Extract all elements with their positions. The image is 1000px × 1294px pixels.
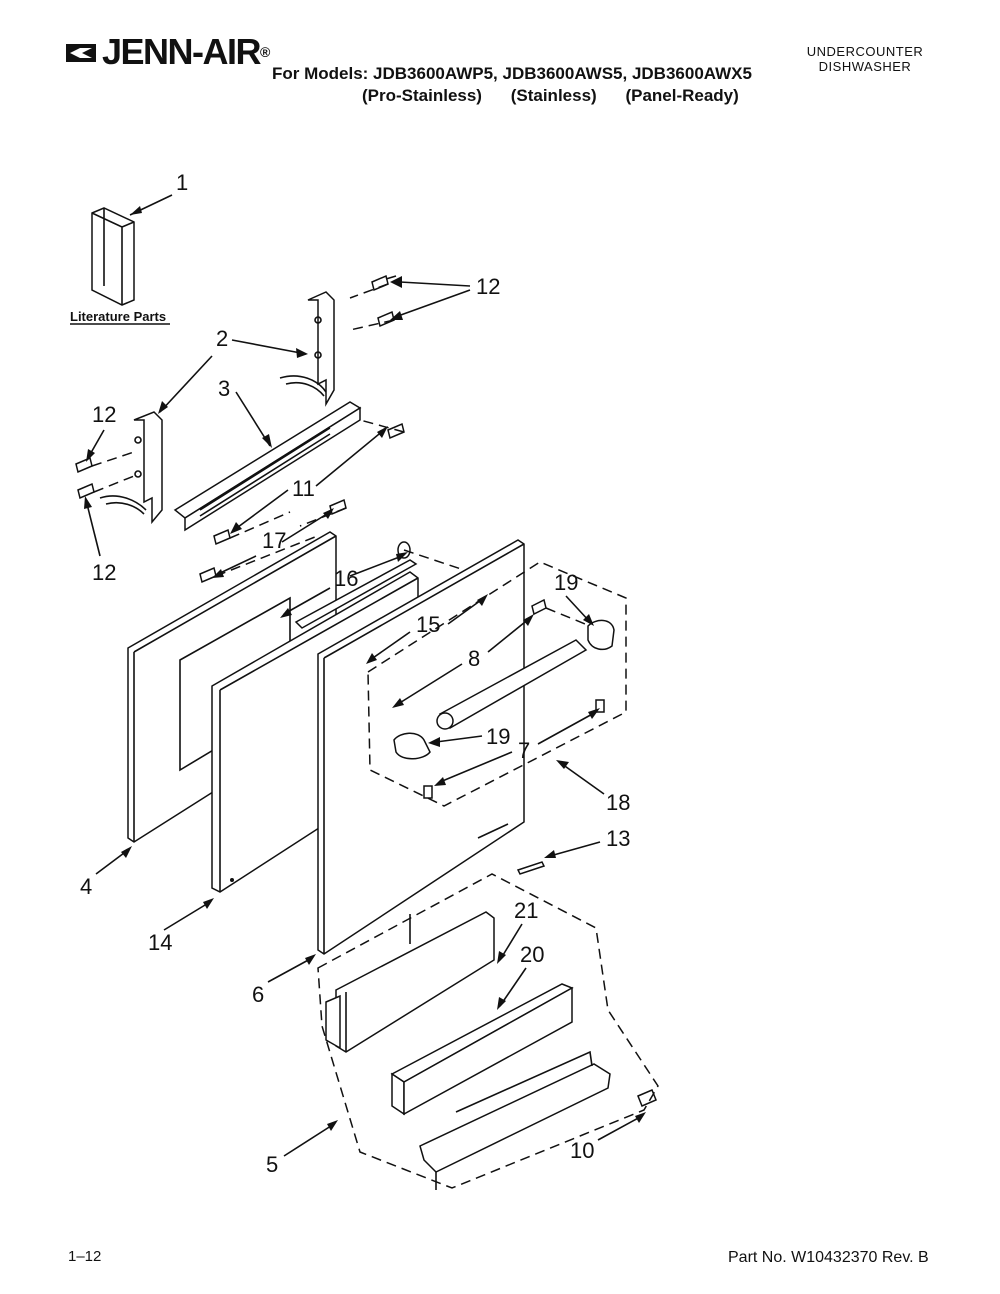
toe-kick-plate: [419, 1050, 611, 1190]
callout-2: 2: [216, 326, 228, 351]
callout-15: 15: [416, 612, 440, 637]
callout-13: 13: [606, 826, 630, 851]
toe-panel-kit-outline: [317, 873, 659, 1189]
registered-mark: ®: [260, 44, 270, 60]
callout-5: 5: [266, 1152, 278, 1177]
mounting-rail: [173, 401, 362, 532]
bracket-right: [279, 291, 335, 407]
callout-12-left-top: 12: [92, 402, 116, 427]
handle-end-cap-top: [587, 619, 615, 651]
nameplate: [516, 861, 546, 875]
callout-16: 16: [334, 566, 358, 591]
part-number: Part No. W10432370 Rev. B: [728, 1249, 929, 1266]
model-variants: (Pro-Stainless) (Stainless) (Panel-Ready…: [362, 86, 761, 106]
callout-10: 10: [570, 1138, 594, 1163]
variant-pro-stainless: (Pro-Stainless): [362, 86, 482, 105]
callout-7: 7: [518, 738, 530, 763]
callout-18: 18: [606, 790, 630, 815]
brand-label: JENN-AIR: [102, 31, 262, 72]
callout-3: 3: [218, 376, 230, 401]
callout-14: 14: [148, 930, 172, 955]
callout-19-top: 19: [554, 570, 578, 595]
screw-11-left: [213, 528, 231, 546]
jenn-air-logo-icon: [66, 44, 96, 62]
foam-strip: [390, 983, 574, 1116]
handle-end-cap-bottom: [393, 732, 431, 760]
callout-19-bottom: 19: [486, 724, 510, 749]
callout-12-top: 12: [476, 274, 500, 299]
models-line: For Models: JDB3600AWP5, JDB3600AWS5, JD…: [272, 64, 752, 83]
callout-21: 21: [514, 898, 538, 923]
callout-20: 20: [520, 942, 544, 967]
callout-6: 6: [252, 982, 264, 1007]
screw-17-left: [199, 566, 217, 584]
screw-12-left-b: [77, 482, 95, 500]
arrow-1: [130, 206, 142, 215]
callout-8: 8: [468, 646, 480, 671]
leader-lines: [84, 276, 646, 1157]
screw-12-left-a: [75, 456, 93, 474]
callout-11: 11: [292, 476, 315, 501]
literature-booklet: Literature Parts: [70, 207, 170, 325]
callout-12-left-bottom: 12: [92, 560, 116, 585]
callout-1: 1: [176, 170, 188, 195]
screw-10: [637, 1089, 657, 1107]
category-line-2: DISHWASHER: [818, 59, 912, 74]
product-category: UNDERCOUNTER DISHWASHER: [795, 44, 935, 74]
handle-bar: [436, 639, 588, 730]
setscrew-top: [595, 699, 605, 713]
screw-8-right: [531, 598, 547, 616]
literature-label: Literature Parts: [70, 309, 166, 324]
variant-panel-ready: (Panel-Ready): [625, 86, 739, 105]
category-line-1: UNDERCOUNTER: [806, 44, 924, 59]
page-number: 1–12: [68, 1248, 102, 1265]
bracket-left: [99, 411, 163, 525]
callout-4: 4: [80, 874, 92, 899]
variant-stainless: (Stainless): [510, 86, 597, 105]
callout-17: 17: [262, 528, 286, 553]
toe-panel-insulation: [325, 911, 495, 1053]
setscrew-bottom: [423, 785, 433, 799]
brand-name: JENN-AIR®: [102, 31, 270, 72]
